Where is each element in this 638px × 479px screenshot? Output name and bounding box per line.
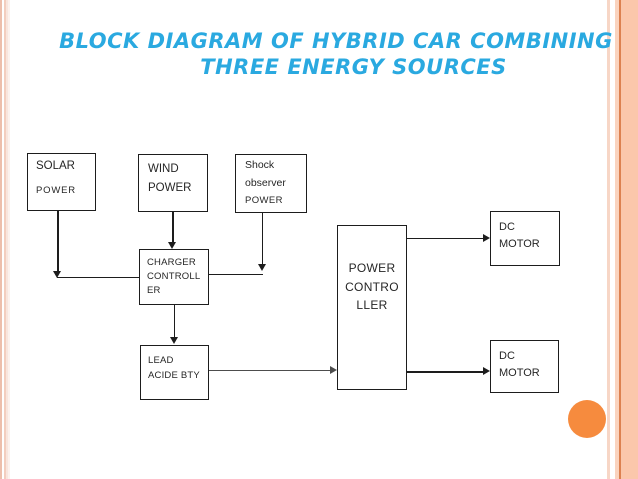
block-dc-motor-top: DC MOTOR <box>490 211 560 266</box>
block-lead-acid-battery: LEAD ACIDE BTY <box>140 345 209 400</box>
right-border-stripes <box>607 0 638 479</box>
block-label: DC <box>499 221 515 233</box>
block-label: ER <box>147 285 161 296</box>
block-wind-power: WIND POWER <box>138 154 208 212</box>
block-label: CONTROLL <box>147 271 201 282</box>
block-label: LLER <box>356 298 388 312</box>
connector-solar-to-charger <box>57 276 140 278</box>
slide-title: BLOCK DIAGRAM OF HYBRID CAR COMBINING TH… <box>45 28 627 80</box>
connector-battery-to-power-controller <box>209 369 331 371</box>
connector-power-controller-to-dc-motor-top <box>407 237 484 239</box>
block-label: Shock <box>245 159 275 171</box>
arrowhead-battery-right-icon <box>330 366 337 374</box>
block-label: WIND <box>148 163 179 175</box>
block-shock-observer-power: Shock observer POWER <box>235 154 307 213</box>
block-label: observer <box>245 176 286 189</box>
slide-title-line2: THREE ENERGY SOURCES <box>200 55 507 79</box>
connector-shock-down <box>261 213 263 264</box>
block-label: POWER <box>245 195 283 206</box>
block-label: CHARGER <box>147 257 196 268</box>
block-label: POWER <box>348 261 396 275</box>
block-dc-motor-bottom: DC MOTOR <box>490 340 559 393</box>
block-label: DC <box>499 350 515 362</box>
block-solar-power: SOLAR POWER <box>27 153 96 211</box>
connector-wind-to-charger <box>172 212 174 242</box>
arrowhead-shock-down-icon <box>258 264 266 271</box>
decorative-circle <box>568 400 606 438</box>
block-label: MOTOR <box>499 237 540 250</box>
connector-charger-to-shock-line <box>209 273 263 275</box>
block-label: LEAD <box>148 355 174 366</box>
block-label: CONTRO <box>345 279 399 294</box>
arrowhead-charger-down-icon <box>170 337 178 344</box>
block-label: POWER <box>148 182 192 194</box>
arrowhead-dc-motor-bottom-icon <box>483 367 490 375</box>
block-power-controller: POWER CONTRO LLER <box>337 225 407 390</box>
connector-charger-to-battery <box>173 305 175 337</box>
arrowhead-dc-motor-top-icon <box>483 234 490 242</box>
slide-title-line1: BLOCK DIAGRAM OF HYBRID CAR COMBINING <box>59 29 613 53</box>
connector-solar-down <box>57 210 59 271</box>
arrowhead-wind-down-icon <box>168 242 176 249</box>
arrowhead-solar-down-icon <box>53 271 61 278</box>
block-label: SOLAR <box>36 160 75 172</box>
block-charger-controller: CHARGER CONTROLL ER <box>139 249 209 305</box>
left-border-stripes <box>0 0 10 479</box>
block-label: ACIDE BTY <box>148 370 200 381</box>
connector-power-controller-to-dc-motor-bottom <box>407 371 484 373</box>
block-label: MOTOR <box>499 366 540 379</box>
block-label: POWER <box>36 185 76 196</box>
